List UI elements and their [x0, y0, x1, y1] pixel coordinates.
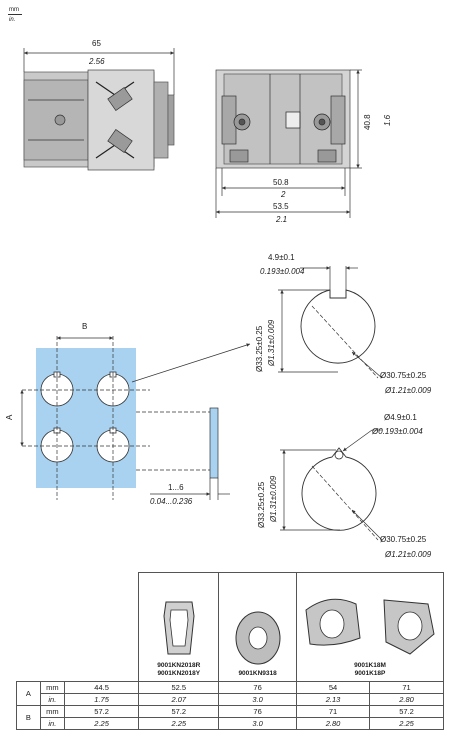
table-row-b-in: in. 2.25 2.25 3.0 2.80 2.25: [17, 717, 445, 730]
panel-thickness-in: 0.04...0.236: [150, 497, 193, 506]
product-cell-2: 9001KN9318: [218, 572, 298, 682]
outer-width-in: 2.1: [276, 215, 288, 224]
table-cell: 3.0: [218, 693, 298, 706]
hole1-dia-in: Ø1.21±0.009: [385, 386, 432, 395]
table-cell: 2.07: [138, 693, 220, 706]
ring-plate-icon: [235, 611, 281, 665]
unit-cell: in.: [39, 717, 65, 730]
table-cell: 2.25: [138, 717, 220, 730]
table-cell: 57.2: [63, 705, 140, 718]
product-name-2: 9001KN9318: [238, 670, 277, 677]
table-cell: 54: [296, 681, 370, 694]
table-cell: 57.2: [368, 705, 445, 718]
panel-area: [36, 348, 136, 488]
table-cell: 2.25: [63, 717, 140, 730]
hole1-height-mm: Ø33.25±0.25: [255, 325, 264, 372]
unit-mm-label: mm: [9, 7, 19, 13]
table-row-b-mm: B mm 57.2 57.2 76 71 57.2: [16, 705, 445, 730]
legend-plate-icon: [163, 601, 195, 655]
hole-detail-1: [300, 289, 376, 364]
dimension-drawing: [20, 48, 383, 541]
inner-width-in: 2: [281, 190, 286, 199]
hole2-dia-in: Ø1.21±0.009: [385, 550, 432, 559]
hole1-key-mm: 4.9±0.1: [268, 253, 295, 262]
hole1-key-in: 0.193±0.004: [260, 267, 305, 276]
table-row-a-mm: A mm 44.5 52.5 76 54 71: [16, 681, 445, 706]
table-cell: 2.80: [296, 717, 370, 730]
device-front-view: [215, 69, 351, 169]
unit-cell: in.: [39, 693, 65, 706]
height-in: 1.6: [383, 114, 392, 126]
table-cell: 76: [218, 705, 298, 718]
table-cell: 71: [296, 705, 370, 718]
table-cell: 1.75: [63, 693, 140, 706]
spacing-b-label: B: [82, 322, 88, 331]
unit-in-label: in.: [9, 17, 16, 23]
inner-width-mm: 50.8: [273, 178, 289, 187]
unit-divider: [8, 14, 22, 15]
table-cell: 3.0: [218, 717, 298, 730]
panel-thickness-mm: 1...6: [168, 483, 184, 492]
table-row-a-in: in. 1.75 2.07 3.0 2.13 2.80: [17, 693, 445, 706]
table-cell: 2.80: [368, 693, 445, 706]
hole2-key-in: Ø0.193±0.004: [372, 427, 423, 436]
table-cell: 44.5: [63, 681, 140, 694]
hole-detail-2: [301, 447, 377, 531]
table-cell: 71: [368, 681, 445, 694]
row-label-b: B: [16, 705, 41, 730]
unit-cell: mm: [39, 681, 65, 694]
hole2-height-in: Ø1.31±0.009: [269, 475, 278, 522]
width-in: 2.56: [89, 57, 105, 66]
hole2-key-mm: Ø4.9±0.1: [384, 413, 417, 422]
guard-icon: [305, 598, 435, 655]
hole1-height-in: Ø1.31±0.009: [267, 319, 276, 366]
table-cell: 52.5: [138, 681, 220, 694]
hole2-dia-mm: Ø30.75±0.25: [380, 535, 427, 544]
hole2-height-mm: Ø33.25±0.25: [257, 481, 266, 528]
height-mm: 40.8: [363, 114, 372, 130]
table-cell: 2.25: [368, 717, 445, 730]
table-cell: 2.13: [296, 693, 370, 706]
table-cell: 76: [218, 681, 298, 694]
outer-width-mm: 53.5: [273, 202, 289, 211]
hole1-dia-mm: Ø30.75±0.25: [380, 371, 427, 380]
spacing-a-label: A: [5, 414, 14, 420]
device-side-view: [23, 69, 175, 171]
table-cell: 57.2: [138, 705, 220, 718]
row-label-a: A: [16, 681, 41, 706]
width-mm: 65: [92, 39, 101, 48]
unit-cell: mm: [39, 705, 65, 718]
